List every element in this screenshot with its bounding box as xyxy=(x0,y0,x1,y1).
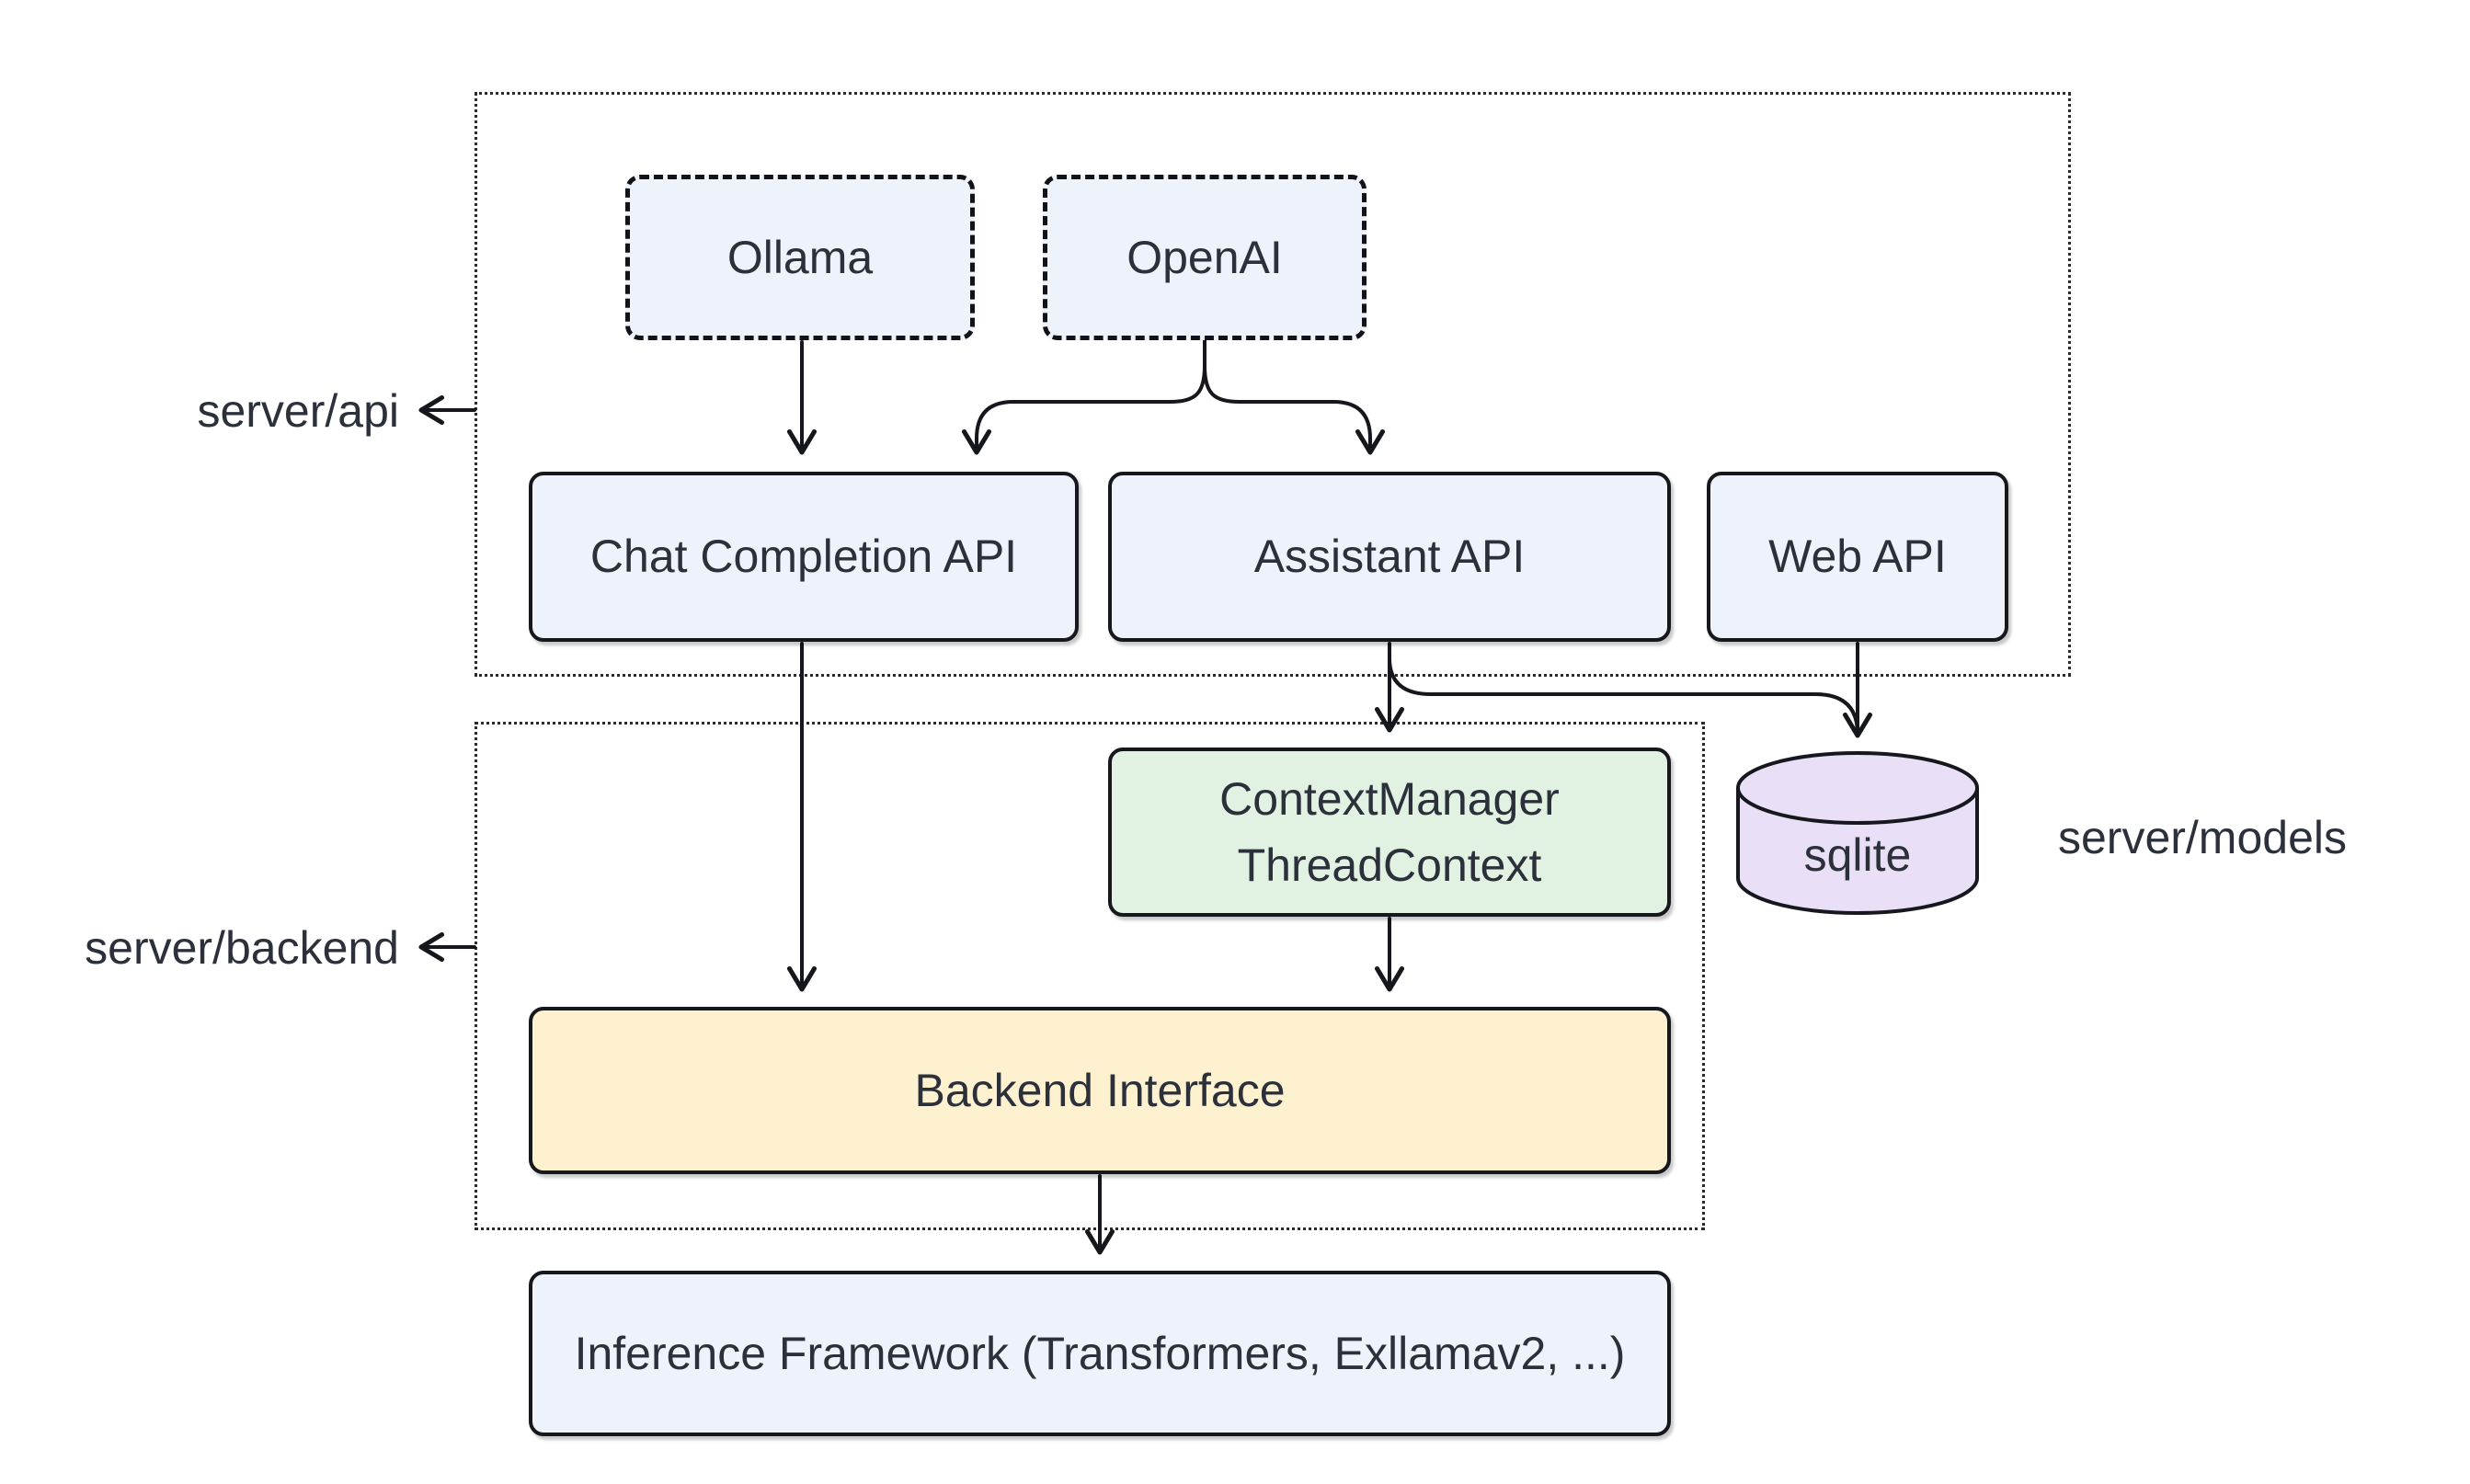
node-context-manager: ContextManager ThreadContext xyxy=(1108,748,1671,917)
node-context-manager-label: ContextManager ThreadContext xyxy=(1219,772,1560,892)
label-server-backend: server/backend xyxy=(85,922,399,974)
node-web-api-label: Web API xyxy=(1768,531,1947,583)
edge-openai-to-chat xyxy=(961,332,1206,455)
node-sqlite-label: sqlite xyxy=(1803,829,1912,881)
sqlite-cylinder-shape xyxy=(1736,751,1979,915)
node-ollama: Ollama xyxy=(625,175,975,340)
label-server-models: server/models xyxy=(2058,812,2347,863)
group-server-api xyxy=(475,92,2071,677)
node-chat-completion-api-label: Chat Completion API xyxy=(589,531,1018,583)
label-server-api: server/api xyxy=(197,385,399,437)
edge-assistant-to-sqlite xyxy=(1388,656,1859,736)
node-assistant-api-label: Assistant API xyxy=(1253,531,1526,583)
edge-openai-to-assistant xyxy=(1203,364,1386,455)
node-openai: OpenAI xyxy=(1043,175,1367,340)
node-chat-completion-api: Chat Completion API xyxy=(529,472,1079,642)
node-ollama-label: Ollama xyxy=(726,231,874,283)
group-server-backend xyxy=(475,722,1705,1230)
node-web-api: Web API xyxy=(1707,472,2008,642)
node-assistant-api: Assistant API xyxy=(1108,472,1671,642)
node-inference-framework: Inference Framework (Transformers, Exlla… xyxy=(529,1271,1671,1436)
node-backend-interface: Backend Interface xyxy=(529,1007,1671,1174)
node-inference-framework-label: Inference Framework (Transformers, Exlla… xyxy=(574,1327,1626,1379)
node-backend-interface-label: Backend Interface xyxy=(914,1064,1286,1116)
node-openai-label: OpenAI xyxy=(1126,231,1283,283)
